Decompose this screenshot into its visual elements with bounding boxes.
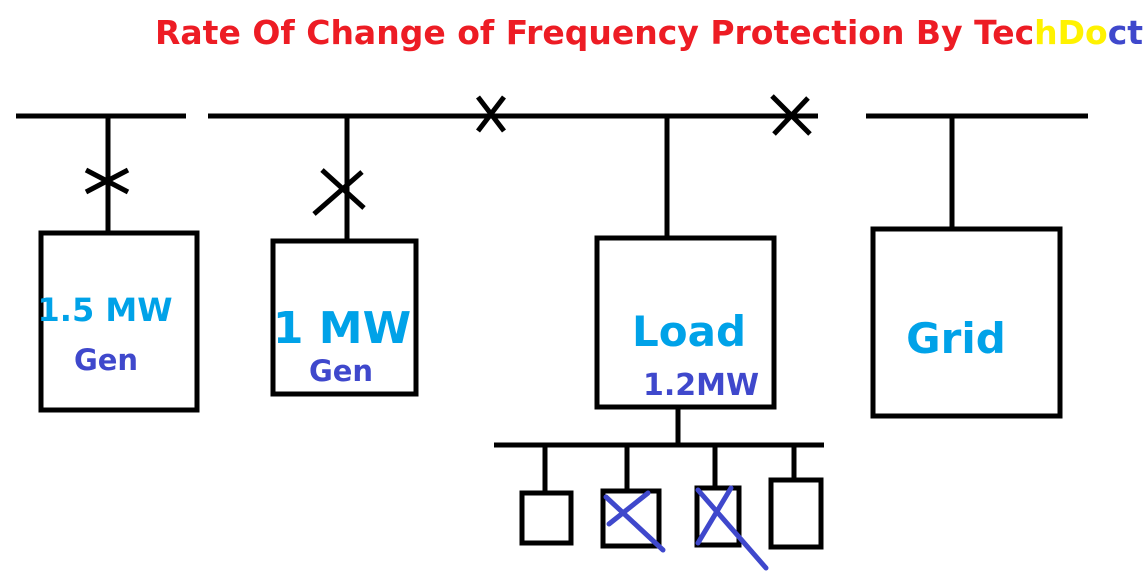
gen1-breaker <box>84 167 130 195</box>
sub-load-1 <box>519 490 574 546</box>
load-label: Load <box>632 307 746 356</box>
gen1-rating: 1.5 MW <box>38 291 173 329</box>
gen2-label: Gen <box>309 354 373 388</box>
diagram-title: Rate Of Change of Frequency Protection B… <box>155 13 1143 52</box>
gen1-box <box>38 230 200 413</box>
gen2-rating: 1 MW <box>273 303 411 354</box>
gen2-box <box>270 238 419 397</box>
sub-load-4 <box>768 477 824 550</box>
bus-breaker-1 <box>476 95 506 133</box>
load-rating: 1.2MW <box>643 368 759 403</box>
gen2-breaker <box>312 168 366 216</box>
grid-box <box>870 226 1063 419</box>
grid-label: Grid <box>906 314 1006 363</box>
gen1-label: Gen <box>74 343 138 377</box>
shed-marker-icon <box>695 485 769 571</box>
shed-marker-icon <box>603 490 666 553</box>
load-box <box>594 235 777 410</box>
bus-breaker-2 <box>770 94 812 136</box>
